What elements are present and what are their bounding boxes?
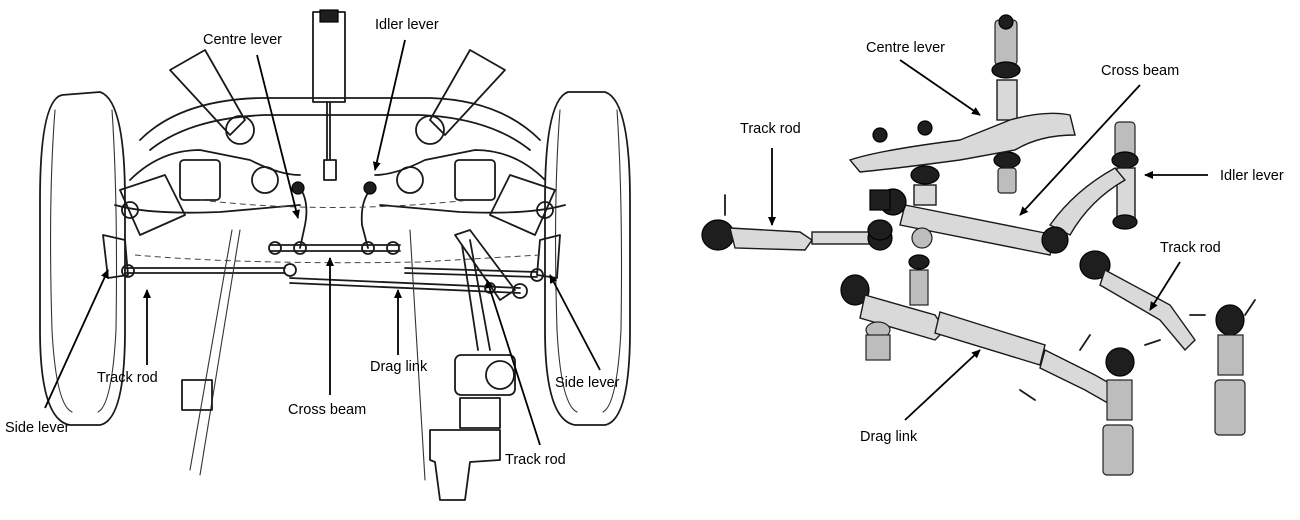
centre-lever-stack: [991, 14, 1021, 194]
left-cross-beam: [268, 241, 401, 255]
right-exploded-drawing: [701, 14, 1256, 476]
steering-box: [429, 229, 516, 501]
idler-lever-arm: [1048, 167, 1127, 236]
annotation-arrows: [44, 39, 1208, 446]
label-side-lever-left: Side lever: [5, 420, 70, 436]
arrow-side-lever-left: [44, 269, 109, 409]
left-suspension-drawing: [39, 9, 631, 501]
left-track-rods: [121, 263, 544, 282]
arrow-centre-lever-right: [899, 59, 981, 116]
centre-lever-pivot: [291, 181, 305, 195]
hidden-line-2: [199, 199, 471, 208]
frame-rail-mid: [409, 229, 426, 481]
frame-bracket: [181, 379, 213, 411]
arrow-centre-lever-left: [256, 54, 300, 219]
centre-lever-nut-b: [917, 120, 933, 136]
right-drag-link: [840, 274, 1135, 476]
idler-lever-pivot: [363, 181, 377, 195]
arrow-idler-lever-left: [372, 39, 406, 171]
left-idler-lever-shape: [360, 187, 373, 249]
label-track-rod-right-right: Track rod: [1160, 240, 1221, 256]
label-track-rod-left-right: Track rod: [740, 121, 801, 137]
arrow-drag-link-right: [904, 349, 981, 421]
label-track-rod-right-left: Track rod: [505, 452, 566, 468]
centre-lever-nut-a: [872, 127, 888, 143]
right-wheel: [544, 91, 631, 426]
frame-rail-left-a: [189, 229, 233, 471]
label-cross-beam-right: Cross beam: [1101, 63, 1179, 79]
label-side-lever-right: Side lever: [555, 375, 620, 391]
label-centre-lever-left: Centre lever: [203, 32, 282, 48]
arrow-cross-beam-right: [1019, 84, 1141, 216]
arrow-side-lever-right: [549, 274, 601, 371]
left-joint-stack: [908, 165, 940, 306]
right-cross-beam: [899, 204, 1056, 256]
hidden-line-1: [134, 254, 541, 264]
label-track-rod-left: Track rod: [97, 370, 158, 386]
arrow-track-rod-right-left: [485, 279, 541, 446]
left-wheel: [39, 91, 126, 426]
right-track-rod-left: [701, 189, 893, 251]
label-drag-link-left: Drag link: [370, 359, 428, 375]
label-idler-lever-left: Idler lever: [375, 17, 439, 33]
label-cross-beam-left: Cross beam: [288, 402, 366, 418]
frame-rail-left-b: [199, 229, 241, 476]
centre-lever-arm: [848, 112, 1076, 173]
label-drag-link-right: Drag link: [860, 429, 918, 445]
arrow-track-rod-right-right: [1149, 261, 1181, 311]
label-centre-lever-right: Centre lever: [866, 40, 945, 56]
lower-left-stack: [865, 219, 893, 361]
steering-column: [312, 9, 346, 181]
right-track-rod-right: [1079, 250, 1246, 436]
labels: Centre lever Idler lever Track rod Side …: [5, 17, 1284, 468]
bolts: [724, 194, 1256, 401]
cross-beam-joint-right: [1041, 226, 1069, 254]
label-idler-lever-right: Idler lever: [1220, 168, 1284, 184]
subframe: [102, 49, 566, 279]
